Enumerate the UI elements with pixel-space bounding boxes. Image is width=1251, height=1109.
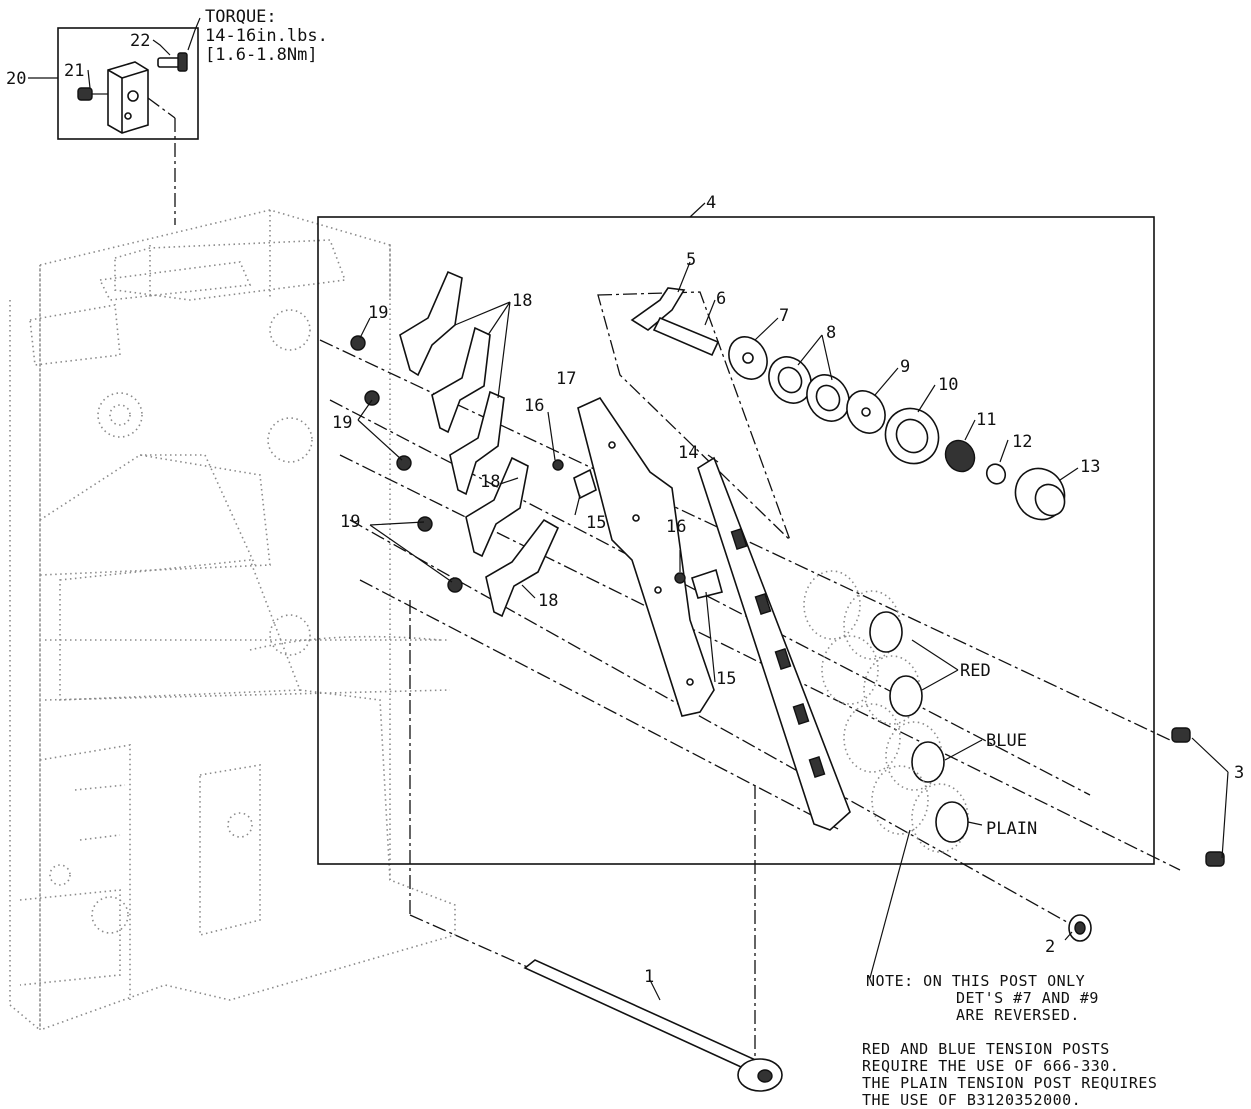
callout-10: 10 (938, 375, 958, 395)
callout-15-lower: 15 (716, 669, 736, 689)
callout-15-upper: 15 (586, 513, 606, 533)
rod-1 (523, 959, 783, 1092)
note2-line-3: THE PLAIN TENSION POST REQUIRES (862, 1074, 1157, 1092)
callout-5: 5 (686, 250, 696, 270)
tension-assembly-frame (317, 202, 1155, 865)
callout-18-bottom: 18 (538, 591, 558, 611)
plate-14 (697, 456, 851, 831)
leader-lines (87, 17, 1229, 1001)
torque-line-1: TORQUE: (205, 7, 277, 27)
post-label-red: RED (960, 661, 991, 681)
callout-19-mid: 19 (332, 413, 352, 433)
thread-tension-posts (803, 570, 969, 853)
post-label-plain: PLAIN (986, 819, 1037, 839)
callout-4: 4 (706, 193, 716, 213)
callout-20: 20 (6, 69, 26, 89)
screws-3-washer-2 (1068, 727, 1225, 942)
torque-note: TORQUE: 14-16in.lbs. [1.6-1.8Nm] (205, 7, 328, 65)
callout-9: 9 (900, 357, 910, 377)
callout-14: 14 (678, 443, 698, 463)
machine-housing (9, 209, 456, 1032)
callout-1: 1 (644, 967, 654, 987)
note1-line-1: NOTE: ON THIS POST ONLY (866, 972, 1085, 990)
note2-line-1: RED AND BLUE TENSION POSTS (862, 1040, 1110, 1058)
callout-numbers: 22 21 20 4 5 6 7 8 9 10 11 12 13 14 15 1… (6, 31, 1244, 987)
post-labels: RED BLUE PLAIN (960, 661, 1037, 839)
brackets-18 (399, 270, 560, 618)
callout-8: 8 (826, 323, 836, 343)
callout-7: 7 (779, 306, 789, 326)
nuts-19 (350, 335, 463, 593)
inset-block-assembly (28, 27, 199, 225)
note1-line-2: DET'S #7 AND #9 (956, 989, 1099, 1007)
torque-line-3: [1.6-1.8Nm] (205, 45, 318, 65)
callout-3: 3 (1234, 763, 1244, 783)
note1-line-3: ARE REVERSED. (956, 1006, 1080, 1024)
note2-line-4: THE USE OF B3120352000. (862, 1091, 1081, 1109)
callout-17: 17 (556, 369, 576, 389)
callout-22: 22 (130, 31, 150, 51)
callout-11: 11 (976, 410, 996, 430)
callout-12: 12 (1012, 432, 1032, 452)
torque-line-2: 14-16in.lbs. (205, 26, 328, 46)
post-label-blue: BLUE (986, 731, 1027, 751)
callout-18-mid: 18 (480, 472, 500, 492)
callout-6: 6 (716, 289, 726, 309)
callout-2: 2 (1045, 937, 1055, 957)
callout-19-bottom: 19 (340, 512, 360, 532)
callout-21: 21 (64, 61, 84, 81)
note-reversed-details: NOTE: ON THIS POST ONLY DET'S #7 AND #9 … (866, 972, 1099, 1024)
callout-16-lower: 16 (666, 517, 686, 537)
tension-post-stack (630, 287, 1066, 521)
note2-line-2: REQUIRE THE USE OF 666-330. (862, 1057, 1119, 1075)
callout-19-top: 19 (368, 303, 388, 323)
clips-15-16 (552, 459, 723, 599)
callout-13: 13 (1080, 457, 1100, 477)
plate-17 (577, 396, 715, 717)
callout-18-top: 18 (512, 291, 532, 311)
callout-16-upper: 16 (524, 396, 544, 416)
note-tension-post-requirements: RED AND BLUE TENSION POSTS REQUIRE THE U… (862, 1040, 1157, 1109)
